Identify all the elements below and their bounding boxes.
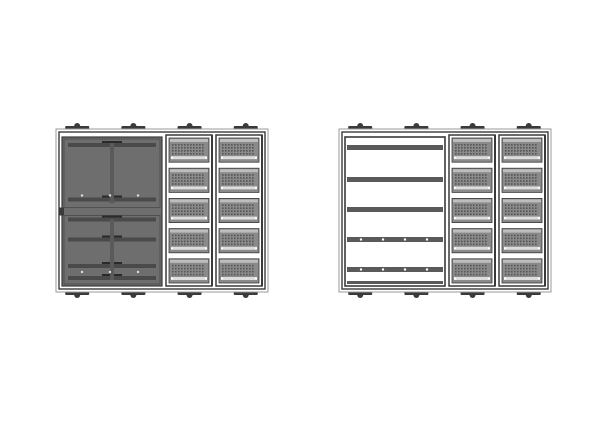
column-post: [544, 135, 546, 286]
terminal-module: [451, 137, 493, 163]
open-bay-stack: [344, 136, 446, 287]
terminal-module: [218, 167, 260, 193]
din-rail: [347, 207, 443, 212]
column-post: [494, 135, 496, 286]
bottom-rail: [347, 281, 443, 284]
enclosure-closed-doors: [55, 123, 269, 298]
terminal-module: [501, 167, 543, 193]
door-seam: [110, 143, 114, 204]
terminal-module: [451, 258, 493, 284]
din-rail: [347, 267, 443, 272]
terminal-module: [168, 197, 210, 223]
door: [63, 138, 161, 208]
terminal-module: [501, 228, 543, 254]
terminal-module: [501, 137, 543, 163]
enclosure-frame: [341, 131, 549, 290]
terminal-module: [451, 197, 493, 223]
door-handle-icon: [102, 141, 122, 143]
door-stack: [59, 136, 163, 287]
terminal-module: [218, 228, 260, 254]
terminal-module: [168, 258, 210, 284]
hinge-icon: [59, 207, 64, 216]
door-seam: [110, 219, 114, 280]
terminal-module: [218, 197, 260, 223]
terminal-module: [168, 167, 210, 193]
terminal-module: [218, 137, 260, 163]
din-rail: [347, 145, 443, 150]
enclosure-open-no-doors: [338, 123, 552, 298]
din-rail: [347, 177, 443, 182]
terminal-module: [168, 228, 210, 254]
door-handle-icon: [102, 215, 122, 218]
terminal-module: [168, 137, 210, 163]
terminal-module: [451, 167, 493, 193]
terminal-module: [501, 197, 543, 223]
column-post: [211, 135, 213, 286]
terminal-module: [218, 258, 260, 284]
din-rail: [347, 237, 443, 242]
door: [63, 215, 161, 285]
terminal-module: [451, 228, 493, 254]
column-post: [261, 135, 263, 286]
terminal-module: [501, 258, 543, 284]
